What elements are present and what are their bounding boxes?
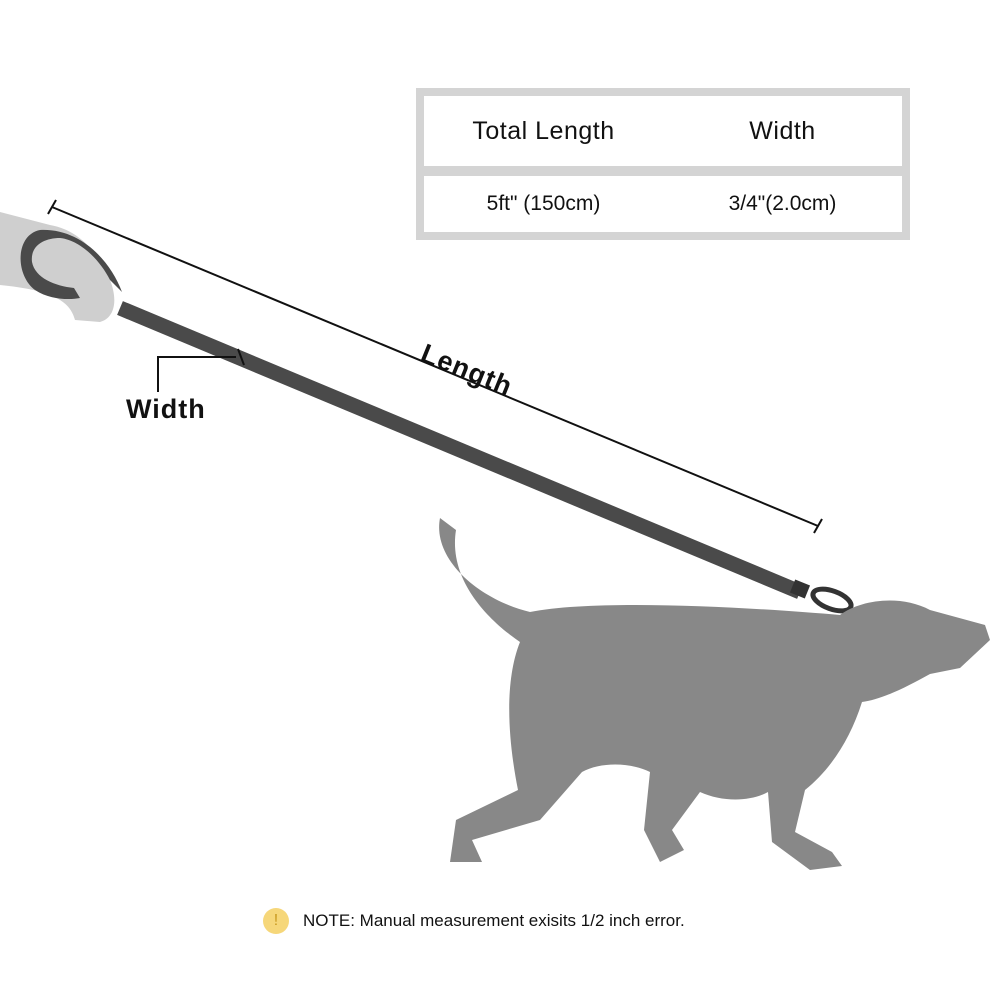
header-total-length: Total Length [472, 116, 615, 145]
hand-illustration [0, 212, 115, 322]
length-dimension-line [47, 199, 823, 534]
size-table-header: Total Length Width [424, 96, 902, 166]
leash-strap [117, 301, 803, 599]
width-pointer [157, 348, 245, 392]
value-width: 3/4"(2.0cm) [728, 192, 837, 215]
dog-silhouette [439, 518, 990, 870]
value-total-length: 5ft" (150cm) [486, 192, 601, 215]
leash-clip-icon [789, 579, 854, 614]
header-width: Width [749, 116, 816, 145]
size-table: Total Length Width 5ft" (150cm) 3/4"(2.0… [416, 88, 910, 240]
exclamation-icon: ! [263, 908, 289, 934]
width-label: Width [126, 394, 206, 424]
note-text: NOTE: Manual measurement exisits 1/2 inc… [303, 911, 685, 930]
measurement-note: ! NOTE: Manual measurement exisits 1/2 i… [263, 908, 685, 934]
size-table-row: 5ft" (150cm) 3/4"(2.0cm) [424, 176, 902, 232]
leash-handle [20, 229, 123, 300]
